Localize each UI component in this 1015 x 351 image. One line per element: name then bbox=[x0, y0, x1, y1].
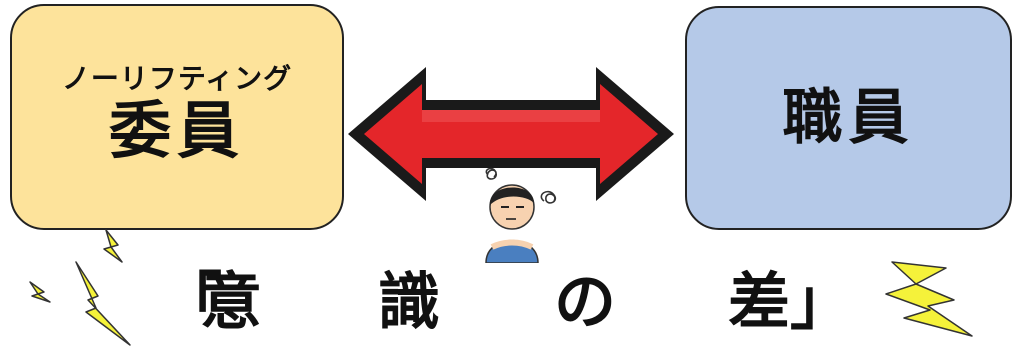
caption-char-1: 意 bbox=[200, 265, 263, 338]
committee-subtitle: ノーリフティング bbox=[61, 61, 293, 95]
lightning-bolt-icon bbox=[103, 229, 123, 263]
caption: 「 意 識 の 差 」 bbox=[150, 262, 853, 342]
caption-char-2: 識 bbox=[378, 265, 441, 338]
lightning-bolt-icon bbox=[885, 261, 973, 337]
troubled-person-icon bbox=[485, 167, 557, 263]
lightning-bolt-icon bbox=[29, 281, 51, 303]
caption-open-bracket: 「 bbox=[160, 265, 223, 338]
caption-close-bracket: 」 bbox=[790, 265, 853, 338]
staff-box: 職員 bbox=[685, 6, 1012, 230]
double-arrow-icon bbox=[348, 67, 674, 201]
lightning-bolt-icon bbox=[75, 261, 131, 346]
caption-char-4: 差 bbox=[728, 265, 791, 338]
caption-char-3: の bbox=[554, 265, 617, 338]
staff-title: 職員 bbox=[782, 82, 915, 153]
committee-box: ノーリフティング 委員 bbox=[10, 4, 344, 230]
committee-title: 委員 bbox=[108, 94, 245, 168]
